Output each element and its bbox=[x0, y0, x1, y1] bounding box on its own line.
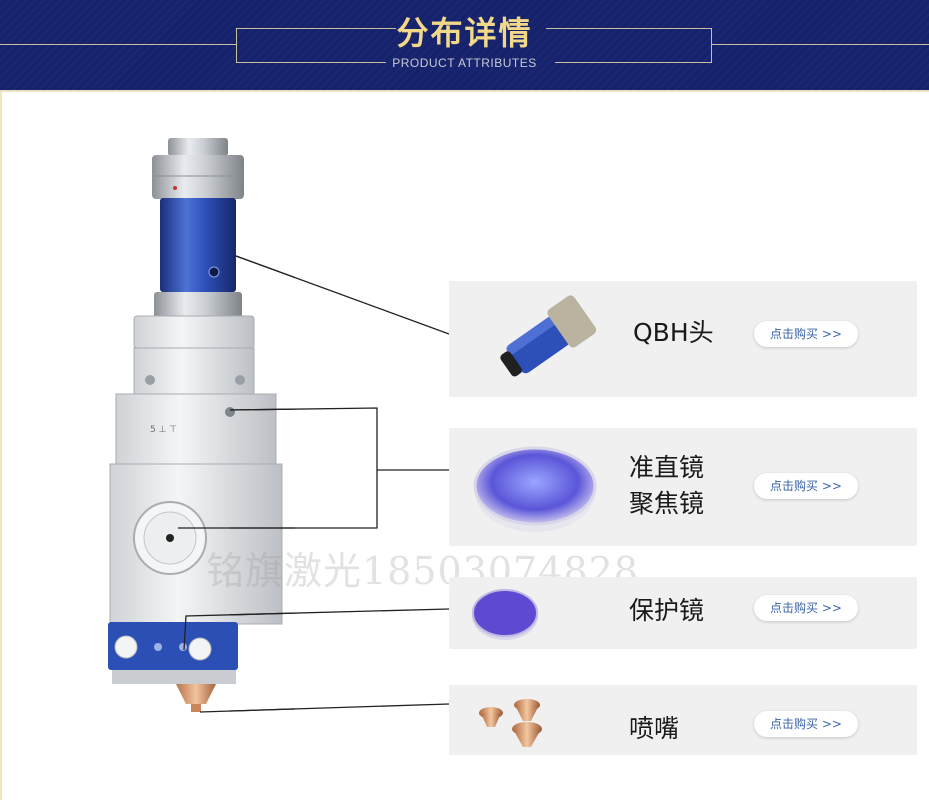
part-label-qbh: QBH头 bbox=[633, 318, 714, 347]
protective-window-icon bbox=[472, 589, 538, 640]
lens-icon bbox=[473, 446, 597, 532]
part-label-collimating-lens: 准直镜 bbox=[629, 453, 705, 482]
laser-head-illustration: 5 ⊥ ⊤ bbox=[108, 138, 295, 713]
part-label-protective-window: 保护镜 bbox=[629, 596, 705, 625]
part-row-protective-window: 保护镜 点击购买 >> bbox=[449, 577, 917, 649]
left-edge-stripe bbox=[0, 92, 2, 800]
nozzle-icon bbox=[479, 699, 542, 747]
leader-lines bbox=[230, 255, 450, 712]
part-row-lens: 准直镜 聚焦镜 点击购买 >> bbox=[449, 428, 917, 546]
header-frame-left bbox=[236, 28, 237, 62]
page-title: 分布详情 bbox=[396, 14, 533, 52]
header-frame-bottom-right bbox=[555, 62, 712, 63]
header-rule-left bbox=[0, 44, 236, 45]
part-row-nozzle: 喷嘴 点击购买 >> bbox=[449, 685, 917, 755]
header-rule-right bbox=[711, 44, 929, 45]
buy-button-protective-window[interactable]: 点击购买 >> bbox=[754, 595, 858, 621]
page-subtitle: PRODUCT ATTRIBUTES bbox=[392, 56, 537, 70]
part-row-qbh: QBH头 点击购买 >> bbox=[449, 281, 917, 397]
svg-text:5 ⊥ ⊤: 5 ⊥ ⊤ bbox=[150, 425, 177, 435]
header-frame-bottom-left bbox=[236, 62, 386, 63]
part-label-focusing-lens: 聚焦镜 bbox=[629, 489, 705, 518]
header-frame-top-left bbox=[236, 28, 396, 29]
buy-button-nozzle[interactable]: 点击购买 >> bbox=[754, 711, 858, 737]
header-frame-right bbox=[711, 28, 712, 62]
header-banner: 分布详情 PRODUCT ATTRIBUTES bbox=[0, 0, 929, 92]
qbh-connector-icon bbox=[500, 295, 597, 377]
buy-button-lens[interactable]: 点击购买 >> bbox=[754, 473, 858, 499]
header-frame-top-right bbox=[546, 28, 712, 29]
buy-button-qbh[interactable]: 点击购买 >> bbox=[754, 321, 858, 347]
part-label-nozzle: 喷嘴 bbox=[629, 714, 680, 743]
